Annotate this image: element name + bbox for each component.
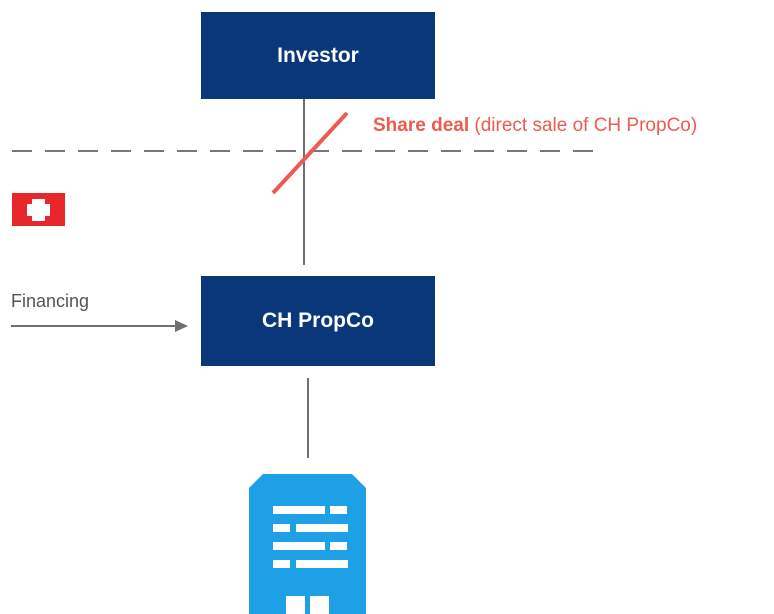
propco-box: CH PropCo	[201, 276, 435, 366]
financing-arrow	[11, 320, 188, 332]
office-building-icon	[249, 474, 366, 614]
propco-label: CH PropCo	[262, 309, 374, 332]
financing-label: Financing	[11, 291, 90, 311]
swiss-flag-icon	[12, 193, 65, 226]
share-deal-strong-text: Share deal	[373, 115, 470, 136]
share-deal-detail-text: (direct sale of CH PropCo)	[469, 115, 698, 136]
investor-label: Investor	[277, 43, 359, 67]
share-deal-annotation: Share deal (direct sale of CH PropCo)	[373, 115, 697, 137]
share-deal-cut-line	[271, 111, 349, 195]
investor-box: Investor	[201, 12, 435, 99]
